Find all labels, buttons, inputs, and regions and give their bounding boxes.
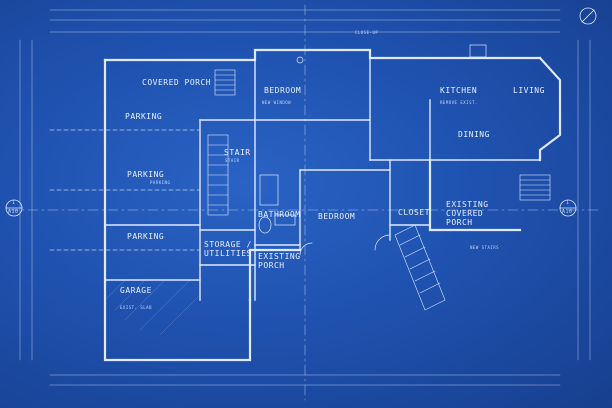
room-label-garage: GARAGE (120, 286, 152, 295)
section-marker-left-sheet: A10 (8, 209, 19, 215)
room-label-dining: DINING (458, 130, 490, 139)
hatching (104, 279, 201, 336)
dimension-lines (7, 4, 601, 401)
room-label-covered-porch: COVERED PORCH (142, 78, 212, 87)
note-text: STAIR (225, 158, 240, 163)
stair-treads (207, 69, 551, 311)
room-label-bathroom: BATHROOM (258, 210, 301, 219)
exterior-walls (103, 48, 562, 362)
room-label-parking: PARKING (127, 170, 165, 179)
note-text: NEW WINDOW (262, 100, 292, 105)
room-label-existing-covered-porch: EXISTING COVERED PORCH (446, 200, 489, 227)
room-label-living: LIVING (513, 86, 545, 95)
note-text: PARKING (150, 180, 171, 185)
room-label-closet: CLOSET (398, 208, 430, 217)
section-markers (5, 7, 597, 217)
section-marker-left-number: 1 (12, 200, 16, 206)
note-text: CLOSE-UP (355, 30, 379, 35)
room-label-bedroom: BEDROOM (264, 86, 302, 95)
note-text: NEW STAIRS (470, 245, 500, 250)
interior-walls (104, 57, 541, 301)
section-marker-right-number: 1 (566, 200, 570, 206)
room-label-stair: STAIR (224, 148, 251, 157)
room-label-kitchen: KITCHEN (440, 86, 478, 95)
note-text: REMOVE EXIST. (440, 100, 478, 105)
room-label-parking: PARKING (127, 232, 165, 241)
room-label-storage: STORAGE / UTILITIES (204, 240, 252, 258)
room-label-bedroom: BEDROOM (318, 212, 356, 221)
room-label-existing-porch: EXISTING PORCH (258, 252, 301, 270)
note-text: EXIST. SLAB (120, 305, 152, 310)
fixtures (258, 44, 487, 256)
section-marker-right-sheet: A10 (562, 209, 573, 215)
parking-dashes (49, 129, 201, 251)
room-label-parking: PARKING (125, 112, 163, 121)
